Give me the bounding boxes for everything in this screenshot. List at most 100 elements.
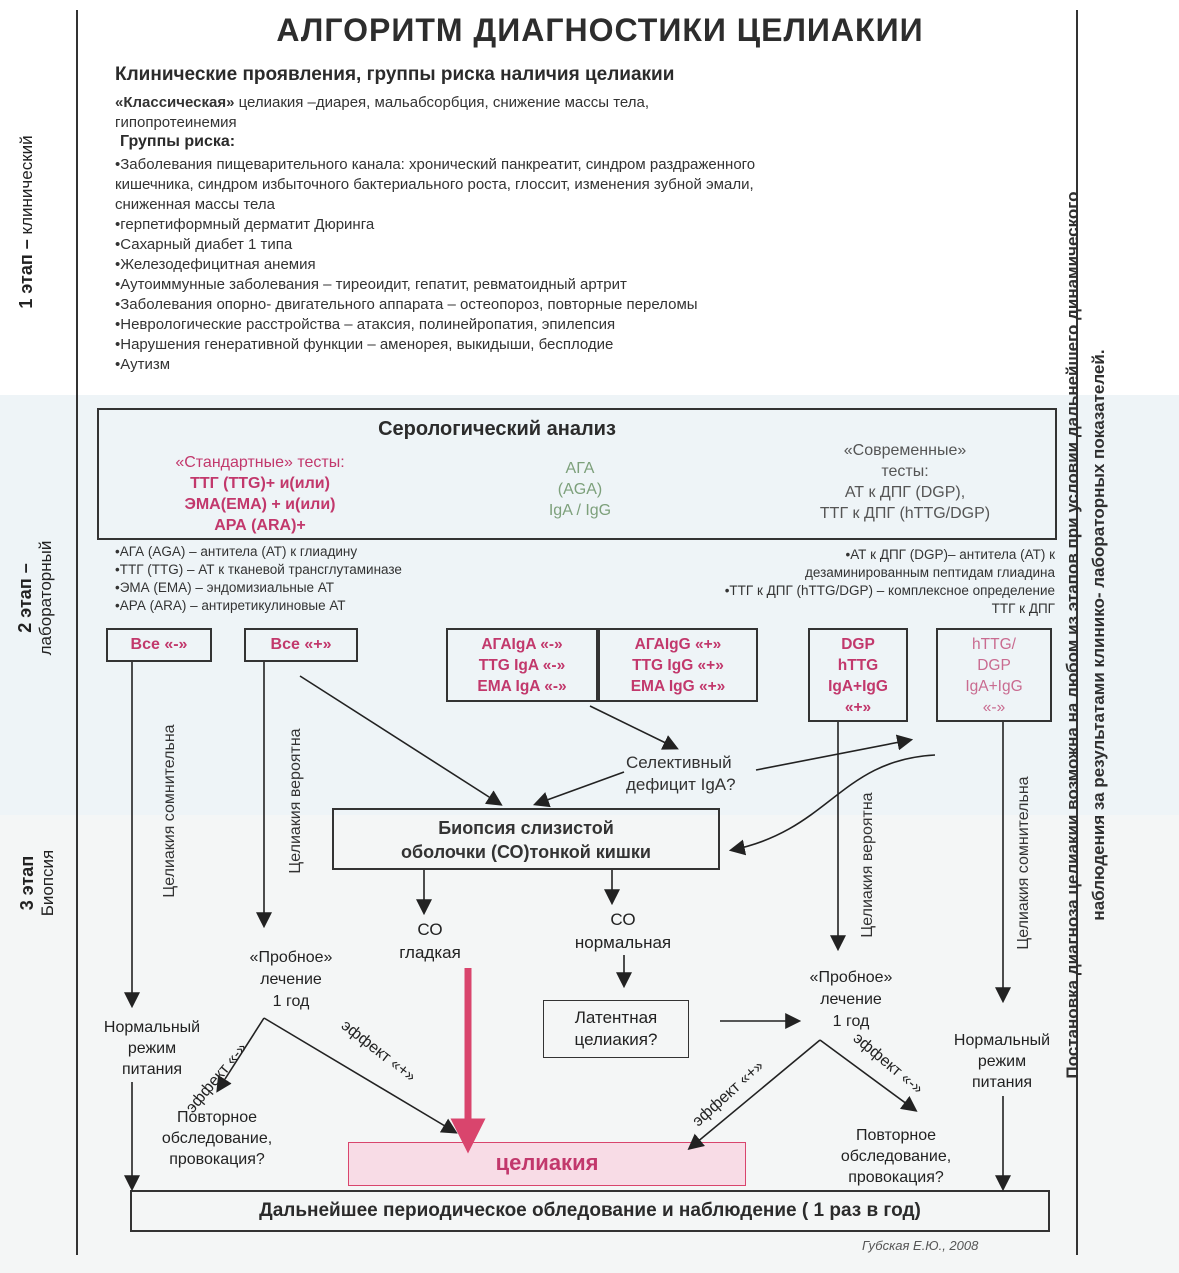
author-credit: Губская Е.Ю., 2008 bbox=[862, 1238, 979, 1253]
classic-text2: гипопротеинемия bbox=[115, 114, 237, 131]
co-smooth-line: гладкая bbox=[399, 943, 461, 962]
left-divider bbox=[76, 10, 78, 1255]
repeat-line: Повторное bbox=[176, 1109, 258, 1126]
risk-list: •Заболевания пищеварительного канала: хр… bbox=[115, 155, 1065, 375]
arrow-trial-left-pos bbox=[263, 1017, 458, 1134]
latent-line: Латентная bbox=[574, 1008, 658, 1027]
abbrev-item: •АРА (ARA) – антиретикулиновые АТ bbox=[115, 598, 346, 613]
abbrev-item: •АГА (AGA) – антитела (АТ) к глиадину bbox=[115, 544, 358, 559]
aga-line: (AGA) bbox=[557, 481, 603, 498]
mixed-iga-line: АГАIgA «-» bbox=[481, 636, 563, 653]
risk-item: •Заболевания пищеварительного канала: хр… bbox=[115, 156, 756, 173]
dgp-positive-line: IgA+IgG bbox=[828, 678, 888, 695]
modern-line: ТТГ к ДПГ (hTTG/DGP) bbox=[819, 505, 991, 522]
selective-deficit: Селективный дефицит IgA? bbox=[626, 752, 736, 796]
abbrev-item: дезаминированным пептидам глиадина bbox=[804, 565, 1055, 580]
biopsy-line: оболочки (СО)тонкой кишки bbox=[401, 842, 651, 862]
trial-line: 1 год bbox=[832, 1013, 870, 1030]
mixed-igg-line: EMA IgG «+» bbox=[630, 678, 726, 695]
repeat-line: Повторное bbox=[855, 1127, 937, 1144]
risk-item: •Железодефицитная анемия bbox=[115, 256, 316, 273]
arrow-all-pos-biopsy bbox=[299, 675, 503, 806]
biopsy-box: Биопсия слизистой оболочки (СО)тонкой ки… bbox=[332, 808, 720, 870]
selective-line: Селективный bbox=[626, 753, 732, 772]
aga-line: АГА bbox=[565, 460, 595, 477]
all-negative-box: Все «-» bbox=[106, 628, 212, 662]
serology-box bbox=[97, 408, 1057, 540]
repeat-line: провокация? bbox=[848, 1169, 944, 1186]
dgp-negative-line: «-» bbox=[982, 699, 1006, 716]
co-smooth-line: СО bbox=[417, 920, 443, 939]
mixed-iga-box: АГАIgA «-» TTG IgA «-» EMA IgA «-» bbox=[446, 628, 598, 702]
clinical-heading: Клинические проявления, группы риска нал… bbox=[115, 64, 675, 85]
arrow-trial-right-neg bbox=[819, 1039, 918, 1112]
trial-line: 1 год bbox=[272, 993, 310, 1010]
latent-celiac-box: Латентная целиакия? bbox=[543, 1000, 689, 1058]
arrow-trial-left-neg bbox=[216, 1017, 265, 1093]
mixed-iga-line: TTG IgA «-» bbox=[478, 657, 566, 674]
dgp-positive-line: DGP bbox=[841, 636, 875, 653]
risk-heading: Группы риска: bbox=[120, 133, 236, 150]
modern-line: тесты: bbox=[881, 463, 929, 480]
normal-diet-line: Нормальный bbox=[953, 1032, 1051, 1049]
biopsy-line: Биопсия слизистой bbox=[438, 818, 614, 838]
trial-line: лечение bbox=[820, 991, 882, 1008]
normal-diet-left: Нормальный режим питания bbox=[82, 1017, 222, 1080]
standard-test-item: ТТГ (TTG)+ и(или) bbox=[190, 475, 330, 492]
stage2-background bbox=[0, 395, 1179, 815]
modern-line: «Современные» bbox=[843, 442, 967, 459]
abbrev-item: •ТТГ к ДПГ (hTTG/DGP) – комплексное опре… bbox=[724, 583, 1055, 598]
risk-item: •герпетиформный дерматит Дюринга bbox=[115, 216, 375, 233]
repeat-line: провокация? bbox=[169, 1151, 265, 1168]
abbrev-right: •АТ к ДПГ (DGP)– антитела (АТ) к дезамин… bbox=[570, 546, 1055, 618]
co-smooth: СО гладкая bbox=[380, 918, 480, 964]
aga-line: IgA / IgG bbox=[548, 502, 612, 519]
classic-text: целиакия –диарея, мальабсорбция, снижени… bbox=[234, 94, 650, 111]
modern-line: АТ к ДПГ (DGP), bbox=[844, 484, 966, 501]
repeat-line: обследование, bbox=[161, 1130, 273, 1147]
trial-line: лечение bbox=[260, 971, 322, 988]
page-title: АЛГОРИТМ ДИАГНОСТИКИ ЦЕЛИАКИИ bbox=[276, 12, 924, 48]
trial-treatment-left: «Пробное» лечение 1 год bbox=[226, 947, 356, 1013]
dgp-negative-line: DGP bbox=[977, 657, 1011, 674]
trial-line: «Пробное» bbox=[809, 969, 893, 986]
repeat-exam-left: Повторное обследование, провокация? bbox=[142, 1107, 292, 1170]
co-normal-line: нормальная bbox=[574, 933, 672, 952]
stage3-background bbox=[0, 815, 1179, 1273]
co-normal: СО нормальная bbox=[548, 908, 698, 954]
standard-tests-heading: «Стандартные» тесты: bbox=[175, 454, 345, 471]
abbrev-item: •ТТГ (TTG) – АТ к тканевой трансглутамин… bbox=[115, 562, 402, 577]
arrow-curve-biopsy bbox=[728, 754, 936, 856]
modern-tests: «Современные» тесты: АТ к ДПГ (DGP), ТТГ… bbox=[760, 440, 1050, 524]
normal-diet-line: питания bbox=[971, 1074, 1033, 1091]
dgp-positive-line: hTTG bbox=[837, 657, 879, 674]
dgp-positive-box: DGP hTTG IgA+IgG «+» bbox=[808, 628, 908, 722]
abbrev-item: ТТГ к ДПГ bbox=[991, 601, 1055, 616]
trial-line: «Пробное» bbox=[249, 949, 333, 966]
arrow-selective-dgpneg bbox=[755, 734, 914, 771]
risk-item: •Неврологические расстройства – атаксия,… bbox=[115, 316, 616, 333]
risk-item: •Аутизм bbox=[115, 356, 171, 373]
standard-test-item: АРА (ARA)+ bbox=[214, 517, 306, 534]
repeat-line: обследование, bbox=[840, 1148, 952, 1165]
abbrev-item: •АТ к ДПГ (DGP)– антитела (АТ) к bbox=[845, 547, 1055, 562]
classic-bold: «Классическая» bbox=[115, 94, 235, 111]
arrow-selective-biopsy bbox=[532, 771, 625, 808]
abbrev-item: •ЭМА (EMA) – эндомизиальные АТ bbox=[115, 580, 334, 595]
normal-diet-right: Нормальный режим питания bbox=[932, 1030, 1072, 1093]
standard-tests: «Стандартные» тесты: ТТГ (TTG)+ и(или) Э… bbox=[110, 452, 410, 536]
mixed-igg-line: АГАIgG «+» bbox=[634, 636, 722, 653]
repeat-exam-right: Повторное обследование, провокация? bbox=[806, 1125, 986, 1188]
aga-tests: АГА (AGA) IgA / IgG bbox=[500, 458, 660, 521]
normal-diet-line: режим bbox=[977, 1053, 1027, 1070]
final-observation-box: Дальнейшее периодическое обледование и н… bbox=[130, 1190, 1050, 1232]
normal-diet-line: режим bbox=[127, 1040, 177, 1057]
dgp-negative-line: hTTG/ bbox=[972, 636, 1016, 653]
risk-item: кишечника, синдром избыточного бактериал… bbox=[115, 176, 754, 193]
latent-line: целиакия? bbox=[574, 1030, 658, 1049]
arrow-trial-right-pos bbox=[687, 1039, 821, 1151]
dgp-negative-line: IgA+IgG bbox=[965, 678, 1023, 695]
mixed-igg-box: АГАIgG «+» TTG IgG «+» EMA IgG «+» bbox=[598, 628, 758, 702]
all-positive-box: Все «+» bbox=[244, 628, 358, 662]
